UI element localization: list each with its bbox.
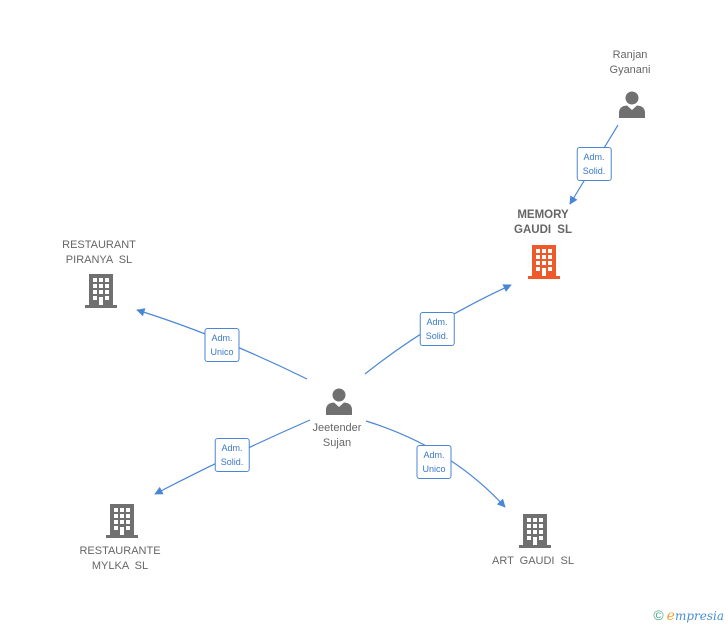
edge-label-jeetender-artgaudi[interactable]: Adm. Unico [416,445,452,479]
edge-label-ranjan-memory[interactable]: Adm. Solid. [576,147,612,181]
person-icon-ranjan[interactable] [617,89,647,119]
building-icon-restaurant-piranya[interactable] [85,273,117,309]
company-label-restaurant-piranya[interactable]: RESTAURANT PIRANYA SL [62,239,136,266]
building-icon-memory-gaudi[interactable] [528,244,560,280]
company-label-memory-gaudi[interactable]: MEMORY GAUDI SL [514,209,572,236]
building-icon-art-gaudi[interactable] [519,513,551,549]
footer-brand: ©empresia [653,607,724,624]
brand-logo: empresia [666,608,724,624]
company-label-restaurante-mylka[interactable]: RESTAURANTE MYLKA SL [79,545,161,572]
copyright-icon: © [653,607,664,623]
building-icon-restaurante-mylka[interactable] [106,503,138,539]
edge-label-jeetender-memory[interactable]: Adm. Solid. [419,312,455,346]
person-label-jeetender[interactable]: Jeetender Sujan [312,422,362,449]
person-label-ranjan[interactable]: Ranjan Gyanani [609,49,651,76]
person-icon-jeetender[interactable] [324,386,354,416]
edge-label-jeetender-mylka[interactable]: Adm. Solid. [214,438,250,472]
company-label-art-gaudi[interactable]: ART GAUDI SL [491,555,575,567]
edge-label-jeetender-piranya[interactable]: Adm. Unico [204,328,240,362]
